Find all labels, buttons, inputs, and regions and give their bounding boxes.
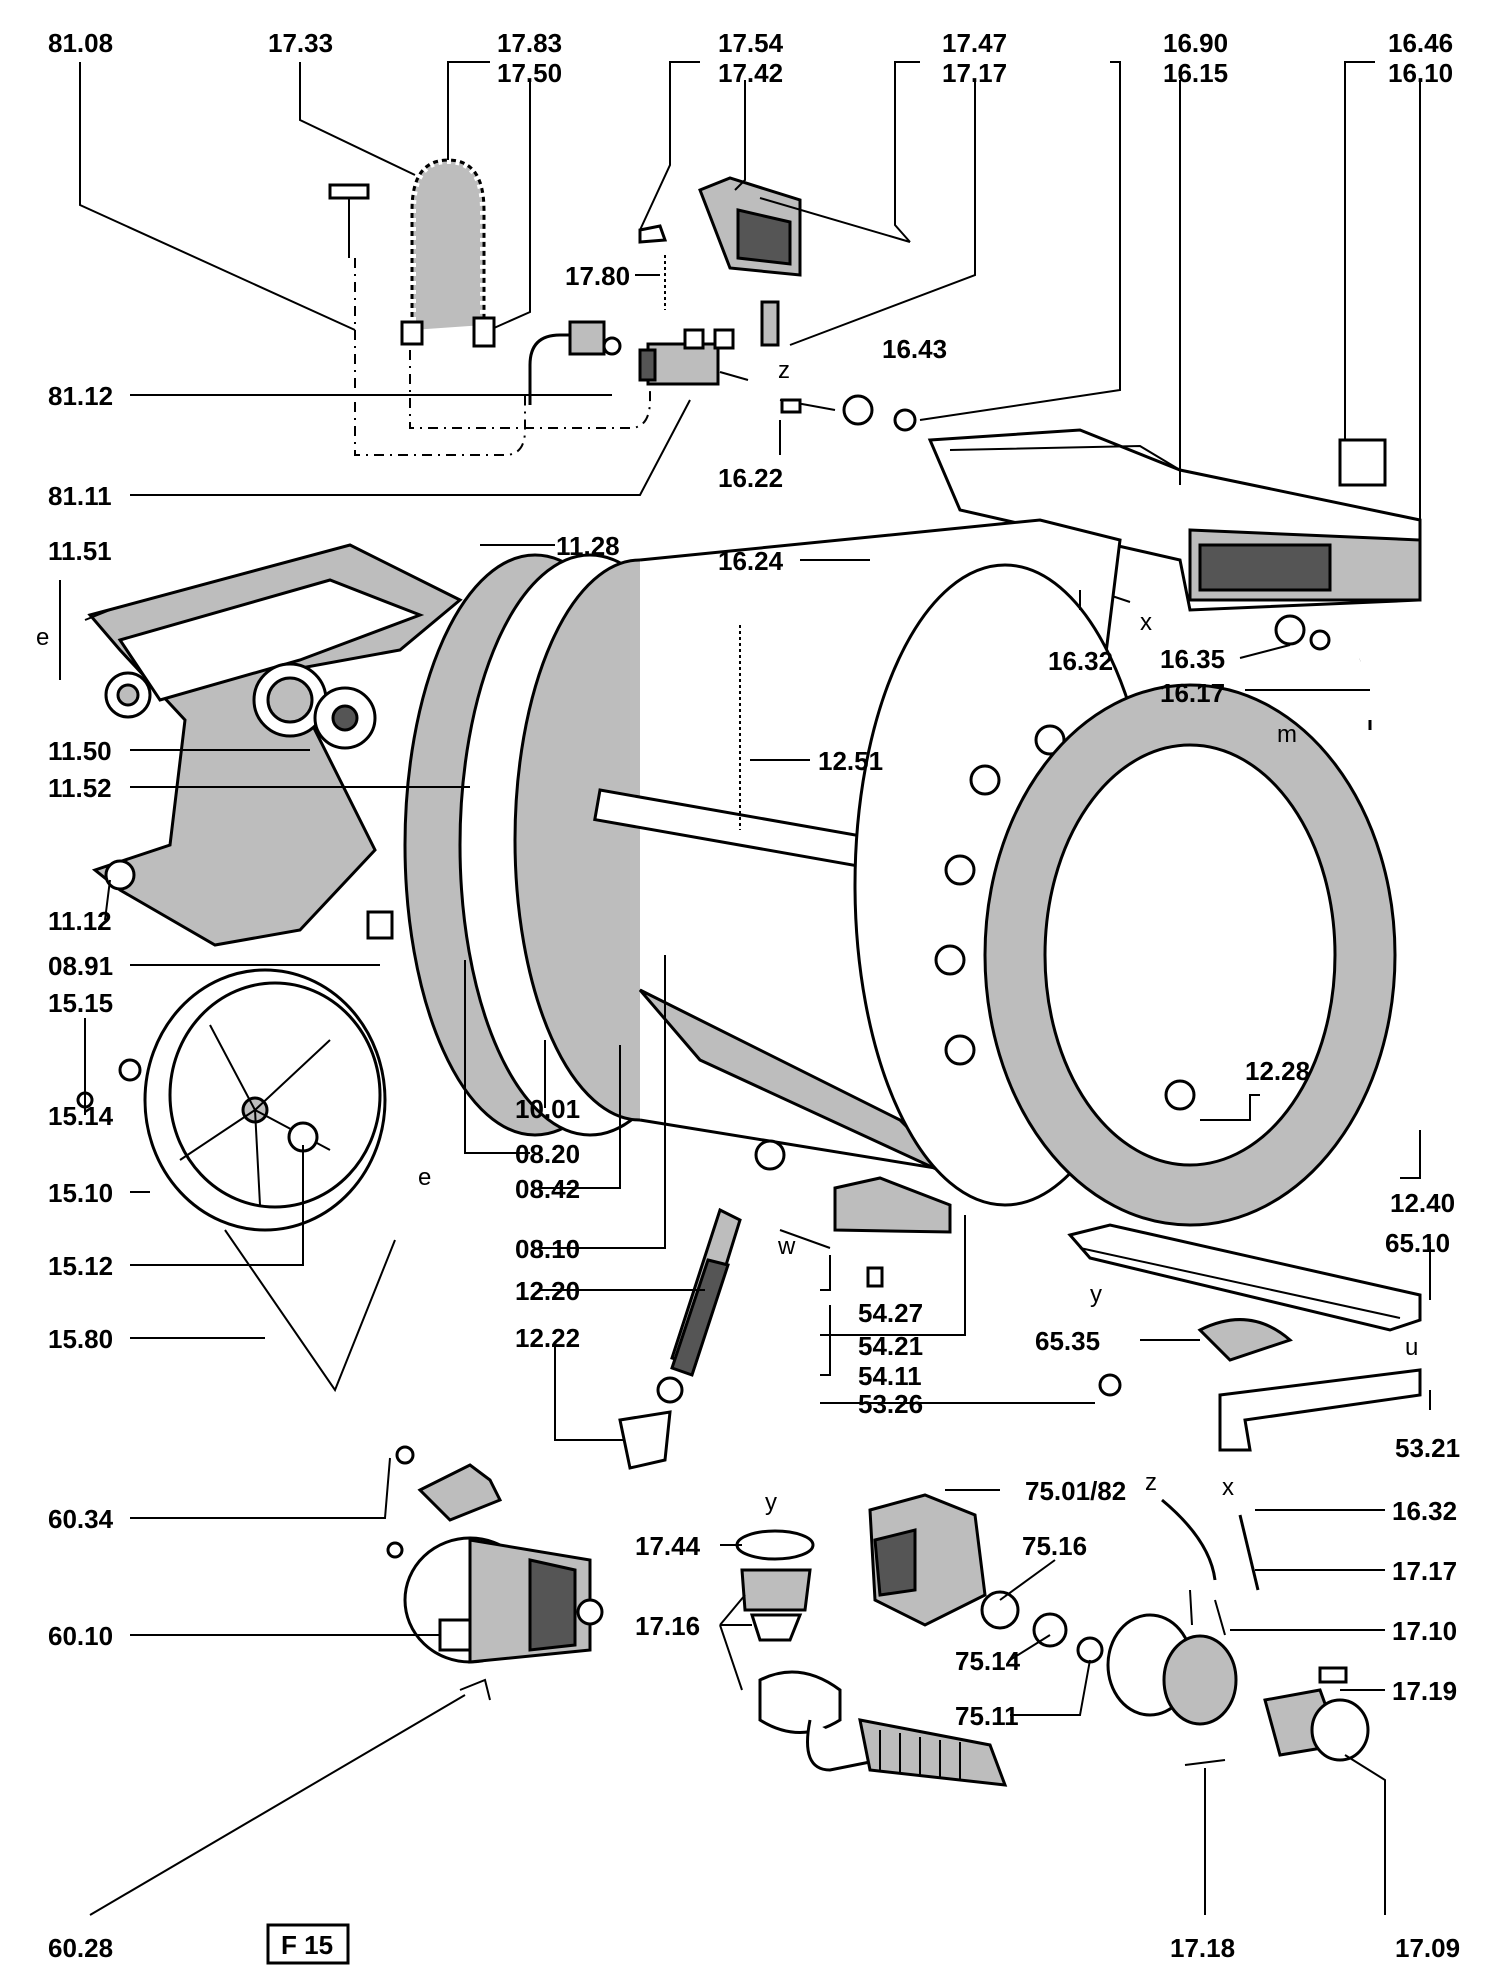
part-label-16-17: 16.17 <box>1160 678 1225 708</box>
part-label-81-12: 81.12 <box>48 381 113 411</box>
part-label-11-50: 11.50 <box>48 736 112 766</box>
part-label-17-17-bottom: 17.17 <box>1392 1556 1457 1586</box>
leader-lines <box>59 61 1431 1916</box>
connection-letter-e-left: e <box>36 624 49 651</box>
connection-letter-u: u <box>1405 1334 1418 1361</box>
part-label-15-80: 15.80 <box>48 1324 113 1354</box>
part-label-15-12: 15.12 <box>48 1251 113 1281</box>
part-label-15-14: 15.14 <box>48 1101 114 1131</box>
part-label-11-12: 11.12 <box>48 906 112 936</box>
damper-assembly <box>618 1139 952 1470</box>
part-label-65-10: 65.10 <box>1385 1228 1450 1258</box>
figure-code-label: F 15 <box>281 1930 333 1960</box>
part-label-12-40: 12.40 <box>1390 1188 1455 1218</box>
connection-letter-y-heater: y <box>1090 1281 1102 1308</box>
part-label-08-91: 08.91 <box>48 951 113 981</box>
connection-letter-z-top: z <box>778 357 790 384</box>
part-label-17-44: 17.44 <box>635 1531 701 1561</box>
part-label-60-28: 60.28 <box>48 1933 113 1963</box>
figure-code-box: F 15 <box>266 1923 350 1965</box>
part-label-17-16: 17.16 <box>635 1611 700 1641</box>
part-label-17-33: 17.33 <box>268 28 333 58</box>
part-label-60-34: 60.34 <box>48 1504 114 1534</box>
motor <box>386 1445 604 1701</box>
drum-assembly <box>403 518 1397 1227</box>
connection-letters: e e x x z z m w y y u <box>36 357 1418 1516</box>
part-label-12-22: 12.22 <box>515 1323 580 1353</box>
part-label-53-26: 53.26 <box>858 1389 923 1419</box>
connection-letter-x-bottom: x <box>1222 1474 1234 1501</box>
part-label-81-11: 81.11 <box>48 481 112 511</box>
connection-letter-z-bottom: z <box>1145 1469 1157 1496</box>
inlet-hose-assembly <box>328 155 917 456</box>
part-number-labels: 81.08 17.33 17.83 17.50 17.54 17.42 17.4… <box>48 28 1460 1963</box>
part-label-16-46: 16.46 <box>1388 28 1453 58</box>
part-label-12-28: 12.28 <box>1245 1056 1310 1086</box>
part-label-17-50: 17.50 <box>497 58 562 88</box>
part-label-54-21: 54.21 <box>858 1331 923 1361</box>
part-label-08-10: 08.10 <box>515 1234 580 1264</box>
part-label-10-01: 10.01 <box>515 1094 580 1124</box>
part-label-15-10: 15.10 <box>48 1178 113 1208</box>
part-label-17-17-top: 17.17 <box>942 58 1007 88</box>
part-label-11-51: 11.51 <box>48 536 112 566</box>
part-label-16-90: 16.90 <box>1163 28 1228 58</box>
part-label-12-20: 12.20 <box>515 1276 580 1306</box>
part-label-11-52: 11.52 <box>48 773 112 803</box>
part-label-12-51: 12.51 <box>818 746 883 776</box>
part-label-54-27: 54.27 <box>858 1298 923 1328</box>
part-label-75-16: 75.16 <box>1022 1531 1087 1561</box>
part-label-16-10: 16.10 <box>1388 58 1453 88</box>
part-label-75-11: 75.11 <box>955 1701 1019 1731</box>
part-label-65-35: 65.35 <box>1035 1326 1100 1356</box>
part-label-16-35: 16.35 <box>1160 644 1225 674</box>
connection-letter-m: m <box>1277 721 1297 748</box>
rear-cross-frame <box>84 543 463 947</box>
heater-assembly <box>1067 1223 1422 1452</box>
part-label-16-15: 16.15 <box>1163 58 1228 88</box>
part-label-17-80: 17.80 <box>565 261 630 291</box>
connection-letter-w: w <box>777 1233 796 1260</box>
connection-letter-y-pump: y <box>765 1489 777 1516</box>
part-label-17-09: 17.09 <box>1395 1933 1460 1963</box>
part-label-15-15: 15.15 <box>48 988 113 1018</box>
part-label-60-10: 60.10 <box>48 1621 113 1651</box>
part-label-17-18: 17.18 <box>1170 1933 1235 1963</box>
part-label-16-32-bottom: 16.32 <box>1392 1496 1457 1526</box>
part-label-17-83: 17.83 <box>497 28 562 58</box>
part-label-16-43: 16.43 <box>882 334 947 364</box>
part-label-08-42: 08.42 <box>515 1174 580 1204</box>
part-label-17-10: 17.10 <box>1392 1616 1457 1646</box>
connection-letter-x-top: x <box>1140 609 1152 636</box>
part-label-17-54: 17.54 <box>718 28 784 58</box>
part-label-11-28: 11.28 <box>556 531 620 561</box>
part-label-16-24: 16.24 <box>718 546 784 576</box>
part-label-16-32-top: 16.32 <box>1048 646 1113 676</box>
part-label-17-19: 17.19 <box>1392 1676 1457 1706</box>
part-label-53-21: 53.21 <box>1395 1433 1460 1463</box>
part-label-75-14: 75.14 <box>955 1646 1021 1676</box>
connection-letter-e-pulley: e <box>418 1164 431 1191</box>
part-label-16-22: 16.22 <box>718 463 783 493</box>
part-label-17-42: 17.42 <box>718 58 783 88</box>
part-label-81-08: 81.08 <box>48 28 113 58</box>
drain-pump-assembly <box>735 1493 1370 1787</box>
pulley-and-belt <box>76 968 396 1393</box>
part-label-54-11: 54.11 <box>858 1361 922 1391</box>
part-label-75-01-82: 75.01/82 <box>1025 1476 1126 1506</box>
part-label-08-20: 08.20 <box>515 1139 580 1169</box>
part-label-17-47: 17.47 <box>942 28 1007 58</box>
